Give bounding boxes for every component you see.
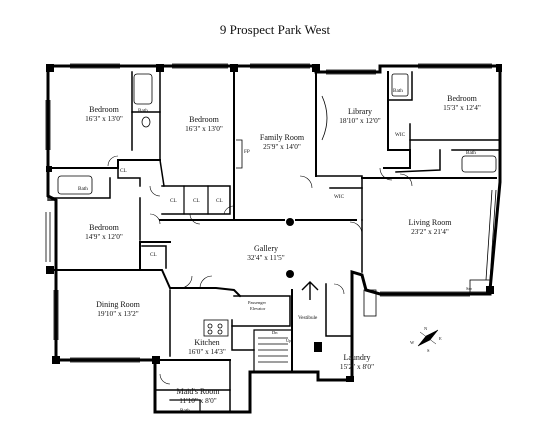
room-dims-bed3: 14'9" x 12'0" xyxy=(85,232,123,241)
vestibule-label: Vestibule xyxy=(298,315,318,321)
room-name-bed1: Bedroom xyxy=(89,105,120,114)
compass-n: N xyxy=(424,326,428,331)
room-name-dining: Dining Room xyxy=(96,300,141,309)
bathtub-bath1 xyxy=(133,73,153,105)
room-name-gallery: Gallery xyxy=(254,244,278,253)
room-dims-kitchen: 16'0" x 14'3" xyxy=(188,347,226,356)
bathtub-bath4 xyxy=(461,155,497,173)
cl-label-2: CL xyxy=(170,198,177,204)
room-name-maid: Maid's Room xyxy=(177,387,221,396)
laundry-machines xyxy=(363,289,377,317)
room-dims-bed4: 15'3" x 12'4" xyxy=(443,103,481,112)
bath-label-4: Bath xyxy=(466,150,476,156)
room-dims-gallery: 32'4" x 11'5" xyxy=(247,253,285,262)
cl-label-5: CL xyxy=(150,252,157,258)
cl-label-4: CL xyxy=(216,198,223,204)
columns xyxy=(46,64,502,382)
small-labels: Bath Bath Bath Bath Bath CL CL CL CL CL … xyxy=(78,88,476,414)
room-name-bed2: Bedroom xyxy=(189,115,220,124)
elevator-label-line2: Elevator xyxy=(250,306,266,311)
room-labels: Bedroom 16'3" x 13'0" Bedroom 16'3" x 13… xyxy=(85,94,481,405)
fp-label: FP xyxy=(244,149,250,155)
compass-w: W xyxy=(410,340,415,345)
walls xyxy=(46,64,502,414)
fixtures xyxy=(57,73,497,363)
fp-mantel xyxy=(236,139,243,169)
bath-label-2: Bath xyxy=(78,186,88,192)
room-dims-maid: 11'10" x 8'0" xyxy=(179,396,217,405)
bath-label-5: Bath xyxy=(180,408,190,414)
compass-e: E xyxy=(439,336,442,341)
up-label: Up xyxy=(286,338,292,343)
room-name-bed4: Bedroom xyxy=(447,94,478,103)
toilet-bath1 xyxy=(141,116,151,128)
room-name-laundry: Laundry xyxy=(343,353,370,362)
bathtub-bath2 xyxy=(57,175,93,195)
tub-bath-library xyxy=(391,73,409,97)
compass-s: S xyxy=(427,348,430,353)
windows xyxy=(45,63,497,363)
library-fireplace-bay xyxy=(321,95,328,141)
wic-label-2: WIC xyxy=(395,132,406,138)
room-dims-bed2: 16'3" x 13'0" xyxy=(185,124,223,133)
room-dims-dining: 19'10" x 13'2" xyxy=(97,309,138,318)
room-dims-bed1: 16'3" x 13'0" xyxy=(85,114,123,123)
room-dims-living: 23'2" x 21'4" xyxy=(411,227,449,236)
doors xyxy=(107,155,413,385)
room-name-library: Library xyxy=(348,107,372,116)
room-name-kitchen: Kitchen xyxy=(194,338,219,347)
room-dims-family: 25'9" x 14'0" xyxy=(263,142,301,151)
room-dims-library: 18'10" x 12'0" xyxy=(339,116,380,125)
cl-label-3: CL xyxy=(193,198,200,204)
exterior-wall xyxy=(46,64,502,414)
bath-label-3: Bath xyxy=(393,88,403,94)
room-dims-laundry: 15'2" x 8'0" xyxy=(340,362,374,371)
compass-rose: N S E W xyxy=(410,326,442,353)
kitchen-range xyxy=(203,319,229,337)
dn-label: Dn xyxy=(272,330,278,335)
wic-label-1: WIC xyxy=(334,194,345,200)
bath-label-1: Bath xyxy=(138,108,148,114)
room-name-family: Family Room xyxy=(260,133,305,142)
room-name-living: Living Room xyxy=(409,218,453,227)
elevator-label-line1: Passenger xyxy=(248,300,266,305)
ser-label: Ser xyxy=(466,286,473,291)
room-name-bed3: Bedroom xyxy=(89,223,120,232)
plan-title: 9 Prospect Park West xyxy=(219,22,331,37)
stairs-treads xyxy=(258,337,288,363)
elevator-arrow xyxy=(301,281,319,300)
cl-label-1: CL xyxy=(120,168,127,174)
